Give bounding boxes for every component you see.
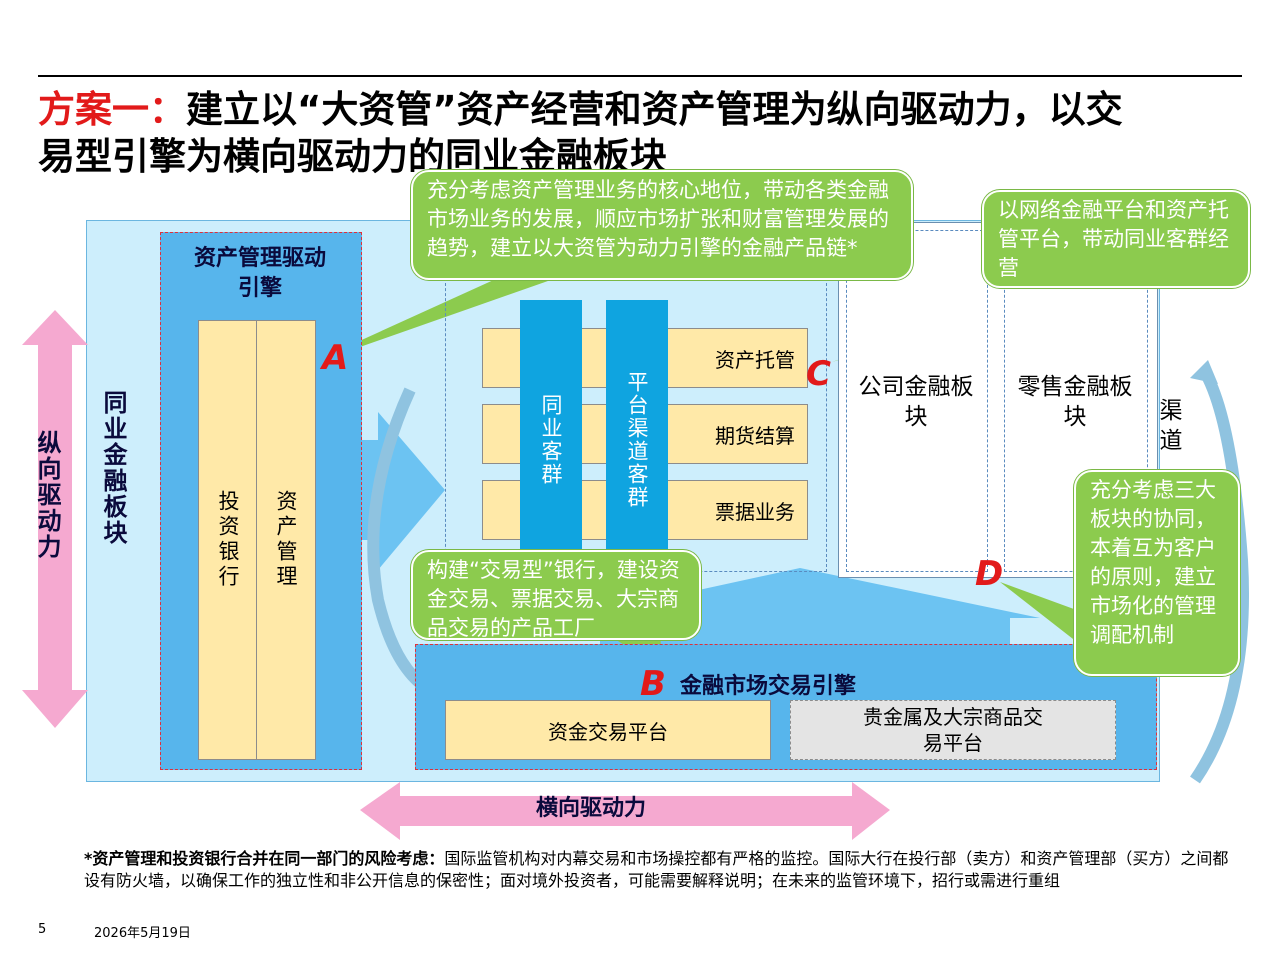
marker-c: C [806,354,831,394]
interbank-segment-label: 同业金融板块 [99,390,127,546]
corporate-finance-box [846,230,988,572]
callout-a: 充分考虑资产管理业务的核心地位，带动各类金融市场业务的发展，顺应市场扩张和财富管… [411,170,913,280]
corporate-finance-label: 公司金融板块 [858,374,974,430]
callout-b: 构建“交易型”银行，建设资金交易、票据交易、大宗商品交易的产品工厂 [411,550,701,640]
precious-metals-platform: 贵金属及大宗商品交易平台 [790,700,1116,760]
page-title: 方案一：建立以“大资管”资产经营和资产管理为纵向驱动力，以交 易型引擎为横向驱动… [38,86,1258,180]
interbank-client-group: 同业客群 [520,300,582,580]
callout-a-pointer [300,268,585,368]
title-line1: 建立以“大资管”资产经营和资产管理为纵向驱动力，以交 [186,88,1123,131]
marker-b: B [640,664,666,704]
marker-a: A [322,338,349,378]
curved-arrow-left [367,387,434,696]
investment-bank-column: 投资银行 [198,320,258,760]
page-number: 5 [38,922,47,937]
footnote: *资产管理和投资银行合并在同一部门的风险考虑：国际监管机构对内幕交易和市场操控都… [84,848,1234,892]
callout-d-pointer [1000,582,1082,646]
curved-arrow-right [1190,369,1250,784]
horizontal-driver-arrow [360,782,890,840]
asset-management-column: 资产管理 [256,320,316,760]
vertical-driver-label: 纵向驱动力 [33,430,61,560]
vertical-driver-arrow [22,310,88,728]
footnote-text: 国际监管机构对内幕交易和市场操控都有严格的监控。国际大行在投行部（卖方）和资产管… [84,849,1229,890]
callout-c: 以网络金融平台和资产托管平台，带动同业客群经营 [982,190,1250,288]
retail-finance-label: 零售金融板块 [1017,374,1133,430]
platform-channel-client-group: 平台渠道客群 [606,300,668,580]
market-engine-title: 金融市场交易引擎 [680,674,857,699]
fund-trading-platform: 资金交易平台 [445,700,771,760]
slide-date: 2026年5月19日 [94,926,191,941]
precious-metals-label: 贵金属及大宗商品交易平台 [863,705,1043,755]
horizontal-driver-label: 横向驱动力 [536,796,647,821]
asset-management-title: 资产管理驱动引擎 [193,246,326,301]
marker-d: D [975,554,1004,594]
channel-label: 渠道 [1159,398,1183,454]
title-rule [38,75,1242,77]
title-prefix: 方案一： [38,88,186,131]
callout-d: 充分考虑三大板块的协同，本着互为客户的原则，建立市场化的管理调配机制 [1074,470,1240,676]
footnote-heading: *资产管理和投资银行合并在同一部门的风险考虑： [84,849,445,868]
